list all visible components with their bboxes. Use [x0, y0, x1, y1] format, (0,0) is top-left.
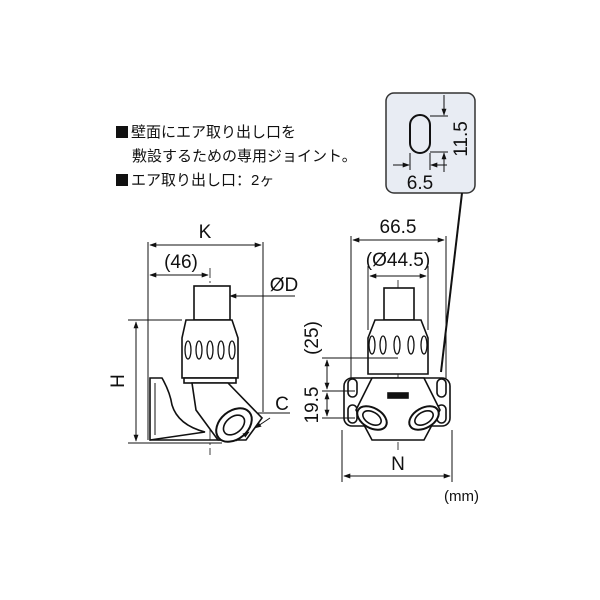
dim-D-label: ØD — [270, 275, 299, 296]
dim-C-label: C — [275, 394, 289, 415]
dim-44-5-label: (Ø44.5) — [366, 250, 430, 271]
unit-label: (mm) — [444, 488, 479, 505]
slot-height-label: 11.5 — [451, 121, 472, 157]
bullet-square-icon — [116, 126, 128, 138]
dim-66-5-label: 66.5 — [380, 217, 417, 238]
slot-width-label: 6.5 — [407, 173, 433, 194]
bullet-square-icon — [116, 174, 128, 186]
slot-detail-inset: 11.5 6.5 — [385, 92, 476, 373]
description-line-1: 壁面にエア取り出し口を — [131, 124, 297, 141]
description-line-2: 敷設するための専用ジョイント。 — [132, 148, 357, 165]
front-view-drawing — [322, 236, 453, 482]
side-view-drawing — [128, 242, 295, 455]
description-line-3: エア取り出し口：2ヶ — [131, 172, 275, 189]
dim-K-label: K — [199, 222, 212, 243]
dim-N-label: N — [391, 454, 405, 475]
description: 壁面にエア取り出し口を 敷設するための専用ジョイント。 エア取り出し口：2ヶ — [116, 121, 357, 193]
dim-46-label: (46) — [164, 252, 198, 273]
dim-25-label: (25) — [302, 321, 323, 355]
dim-H-label: H — [108, 374, 129, 388]
dim-19-5-label: 19.5 — [302, 387, 323, 424]
